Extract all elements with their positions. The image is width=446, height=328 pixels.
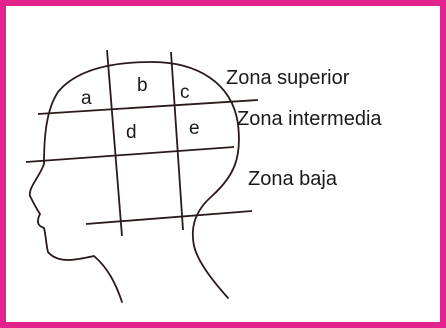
zone-label-lower: Zona baja: [248, 168, 338, 190]
middle-zone-line: [26, 147, 234, 162]
region-label-d: d: [126, 122, 137, 143]
left-vertical-line: [107, 50, 122, 236]
zone-label-middle: Zona intermedia: [237, 108, 382, 130]
right-vertical-line: [171, 52, 183, 230]
region-label-a: a: [81, 88, 92, 109]
head-outline: [30, 62, 239, 302]
lower-zone-line: [86, 211, 252, 224]
zone-label-upper: Zona superior: [226, 67, 350, 89]
region-label-b: b: [137, 75, 148, 96]
upper-zone-line: [38, 100, 258, 114]
region-label-e: e: [189, 118, 200, 139]
region-label-c: c: [180, 82, 190, 103]
